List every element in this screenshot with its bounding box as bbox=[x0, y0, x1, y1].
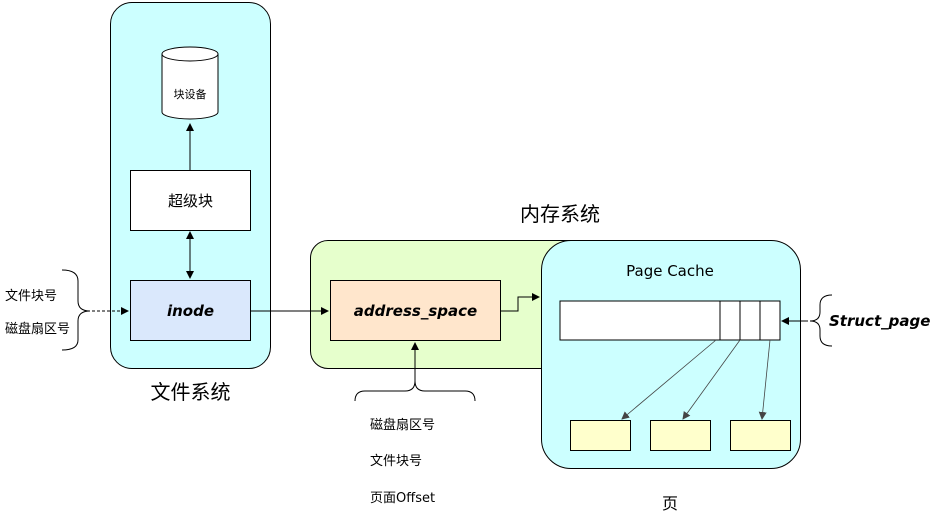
block-device-label: 块设备 bbox=[173, 88, 207, 101]
page-box bbox=[570, 420, 631, 451]
bottom-input-brace bbox=[354, 380, 476, 402]
super-block-box: 超级块 bbox=[130, 170, 251, 231]
super-block-label: 超级块 bbox=[167, 192, 213, 210]
arrow-slot1-to-page1 bbox=[621, 339, 717, 420]
arrow-address-space-to-cache bbox=[500, 293, 540, 312]
file-block-number-label: 文件块号 bbox=[370, 454, 423, 469]
inode-label: inode bbox=[166, 301, 215, 320]
disk-sector-number-label: 磁盘扇区号 bbox=[370, 418, 436, 433]
address-space-box: address_space bbox=[330, 280, 501, 341]
memory-system-title: 内存系统 bbox=[520, 202, 600, 226]
page-label: 页 bbox=[661, 494, 678, 513]
disk-sector-number-label: 磁盘扇区号 bbox=[5, 322, 71, 337]
arrow-slot3-to-page3 bbox=[758, 339, 771, 420]
block-device-cylinder bbox=[161, 46, 219, 120]
page-box bbox=[650, 420, 711, 451]
arrow-slot2-to-page2 bbox=[682, 339, 741, 420]
inode-box: inode bbox=[130, 280, 251, 341]
left-input-brace bbox=[61, 269, 91, 351]
file-block-number-label: 文件块号 bbox=[5, 289, 58, 304]
right-input-brace bbox=[809, 294, 833, 347]
struct-page-label: Struct_page bbox=[829, 312, 931, 330]
page-cache-title: Page Cache bbox=[626, 262, 714, 280]
file-system-title: 文件系统 bbox=[150, 380, 231, 404]
page-box bbox=[730, 420, 791, 451]
page-cache-array bbox=[559, 300, 781, 341]
page-offset-label: 页面Offset bbox=[370, 491, 436, 506]
address-space-label: address_space bbox=[353, 301, 478, 320]
